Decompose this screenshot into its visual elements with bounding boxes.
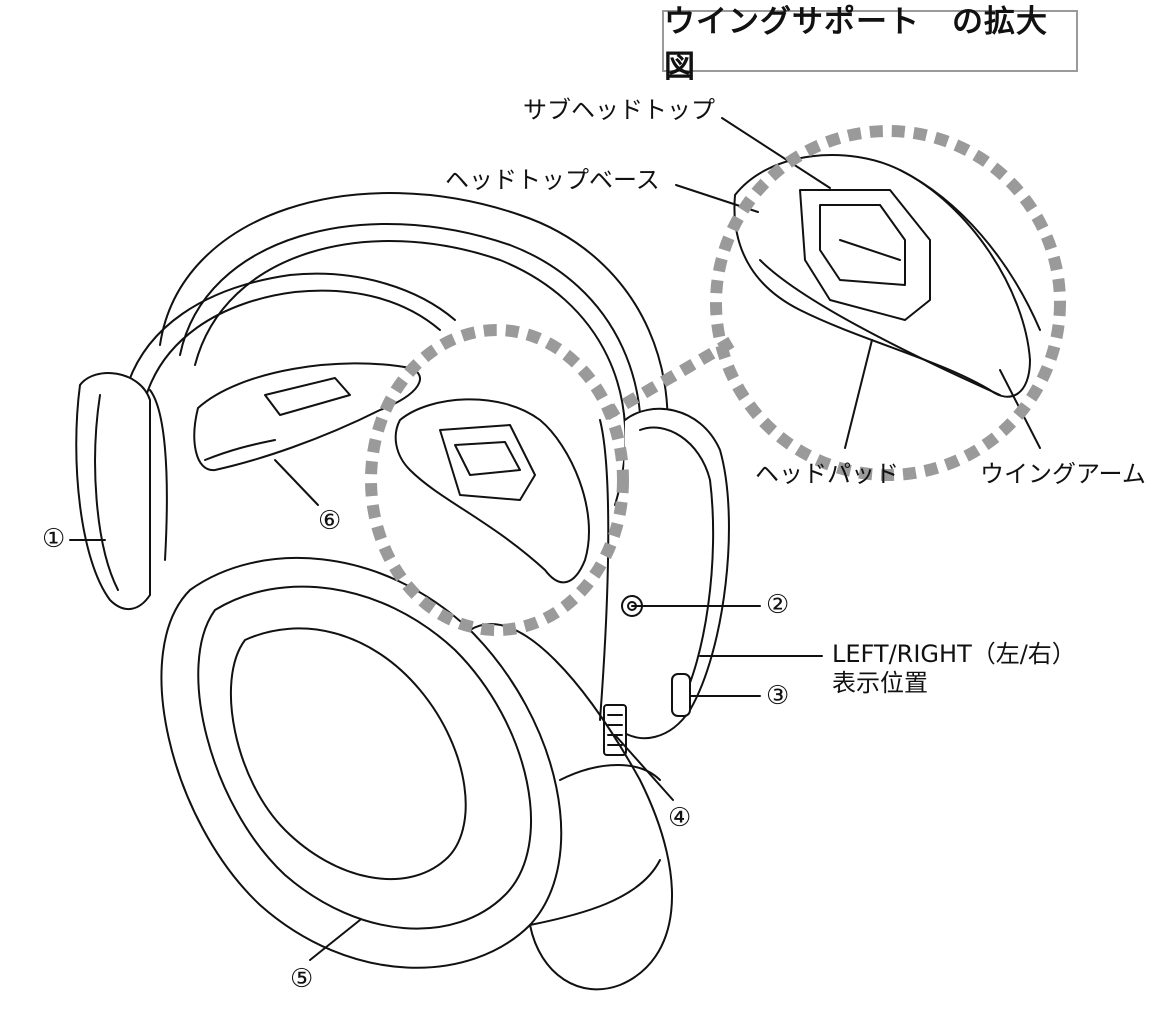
part-number-1: ①	[42, 524, 66, 554]
part-number-4: ④	[668, 803, 692, 833]
label-headtop-base: ヘッドトップベース	[445, 166, 660, 194]
part-number-2: ②	[766, 590, 790, 620]
label-lr-position-line1: LEFT/RIGHT（左/右）	[832, 640, 1076, 668]
leader-sub-headtop	[721, 117, 831, 189]
title: ウイングサポート の拡大図	[664, 4, 1048, 85]
front-ear-pad	[160, 556, 673, 991]
leader-4	[614, 734, 674, 801]
headband	[159, 192, 669, 521]
part-number-5: ⑤	[290, 964, 314, 994]
title-box: ウイングサポート の拡大図	[662, 4, 1078, 85]
part-number-6: ⑥	[318, 506, 342, 536]
label-wing-arm: ウイングアーム	[980, 460, 1146, 488]
wing-support-enlarged	[733, 154, 1041, 398]
leader-5	[309, 919, 361, 961]
label-lr-position: LEFT/RIGHT（左/右） 表示位置	[832, 640, 1076, 698]
left-wing-support	[193, 362, 421, 472]
label-sub-headtop: サブヘッドトップ	[523, 96, 715, 124]
leader-6	[274, 459, 319, 506]
label-lr-position-line2: 表示位置	[832, 668, 928, 697]
label-head-pad: ヘッドパッド	[755, 460, 899, 488]
part-number-3: ③	[766, 681, 790, 711]
dotted-circle-large	[710, 125, 1066, 481]
leader-head-pad	[844, 339, 873, 449]
left-earcup	[75, 372, 168, 610]
dotted-circle-small	[365, 324, 629, 636]
wing-support-small	[394, 398, 590, 584]
dotted-connector	[602, 334, 739, 421]
